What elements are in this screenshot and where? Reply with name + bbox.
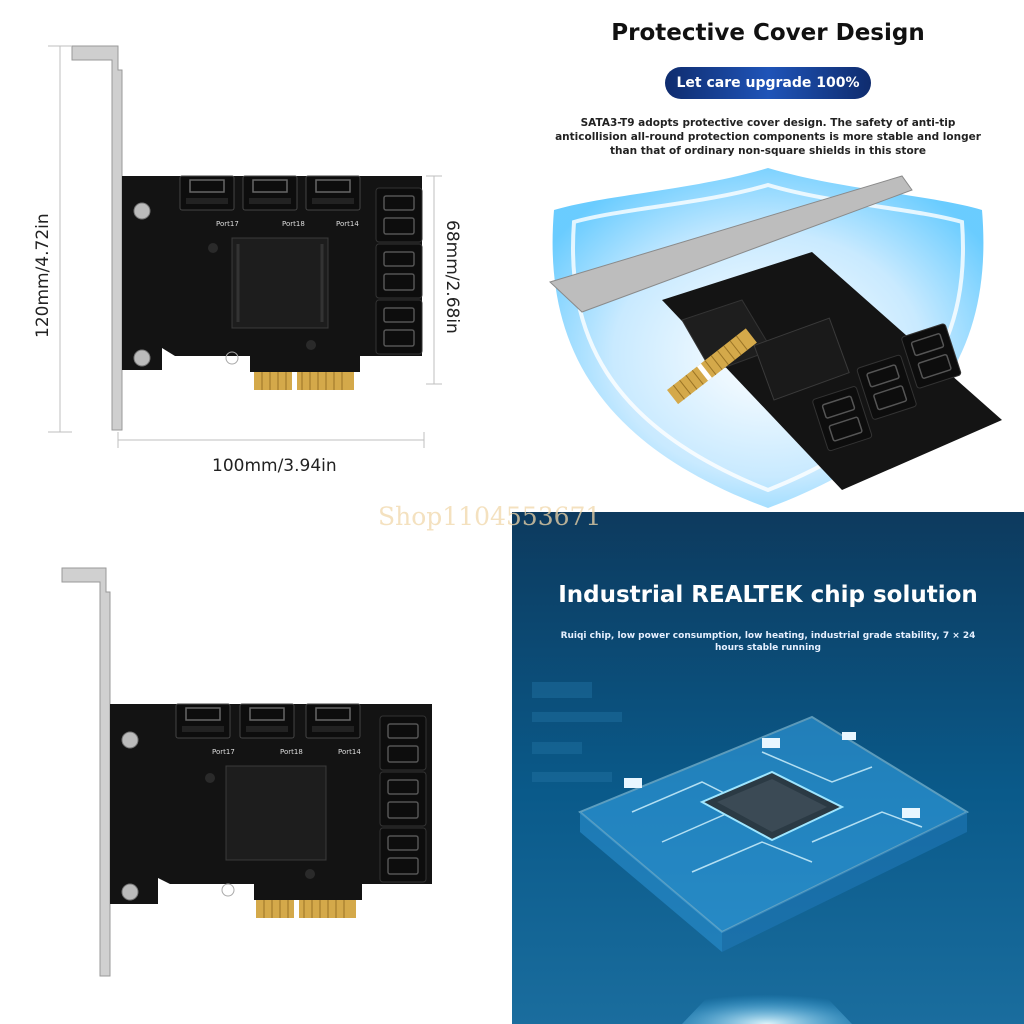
no-symbol-icon bbox=[221, 883, 235, 897]
width-dimension-label: 100mm/3.94in bbox=[212, 456, 337, 476]
chip-panel: Industrial REALTEK chip solution Ruiqi c… bbox=[512, 512, 1024, 1024]
card-drawing: Port17 Port18 Port14 bbox=[61, 567, 432, 977]
chip-illustration bbox=[512, 512, 1024, 1024]
cover-illustration bbox=[549, 168, 1002, 508]
height-dimension-label: 120mm/4.72in bbox=[33, 213, 53, 338]
dimension-lines bbox=[48, 45, 442, 448]
no-symbol-icon bbox=[225, 351, 239, 365]
heatsink bbox=[225, 765, 327, 861]
gold-fingers bbox=[255, 899, 357, 919]
product-panel: Port17 Port18 Port14 bbox=[0, 512, 512, 1024]
metal-bracket bbox=[71, 45, 123, 431]
chip-description: Ruiqi chip, low power consumption, low h… bbox=[560, 631, 976, 653]
port-label: Port18 bbox=[280, 748, 303, 756]
dimension-drawing: Port17 Port18 Port14 bbox=[48, 45, 442, 448]
cover-description: SATA3-T9 adopts protective cover design.… bbox=[555, 117, 981, 157]
cover-title: Protective Cover Design bbox=[611, 20, 925, 46]
shop-watermark: Shop1104553671 bbox=[378, 502, 602, 531]
metal-bracket bbox=[61, 567, 111, 977]
cover-panel: Protective Cover Design Let care upgrade… bbox=[512, 0, 1024, 512]
port-label: Port14 bbox=[336, 220, 359, 228]
heatsink bbox=[231, 237, 329, 329]
gold-fingers bbox=[253, 371, 355, 391]
port-label: Port17 bbox=[216, 220, 239, 228]
port-label: Port17 bbox=[212, 748, 235, 756]
chip-title: Industrial REALTEK chip solution bbox=[558, 582, 978, 608]
screw-icon bbox=[121, 731, 139, 749]
upgrade-badge: Let care upgrade 100% bbox=[665, 67, 871, 99]
processor-chip-icon bbox=[699, 770, 845, 842]
screw-icon bbox=[133, 202, 151, 220]
screw-icon bbox=[133, 349, 151, 367]
dimension-panel: Port17 Port18 Port14 120mm/4.72in 100mm/… bbox=[0, 0, 512, 512]
tilted-card bbox=[549, 175, 1002, 490]
port-label: Port14 bbox=[338, 748, 361, 756]
port-label: Port18 bbox=[282, 220, 305, 228]
screw-icon bbox=[121, 883, 139, 901]
card-height-dimension-label: 68mm/2.68in bbox=[442, 220, 462, 334]
